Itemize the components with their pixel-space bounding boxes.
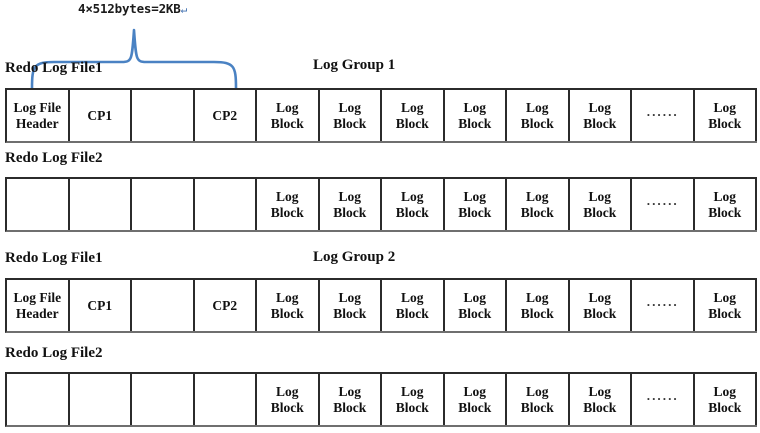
log-cell-ellipsis: ······ xyxy=(632,90,695,141)
log-cell xyxy=(132,280,195,331)
log-file-row-g2-f2: Log Block Log Block Log Block Log Block … xyxy=(5,372,757,427)
log-cell: Log Block xyxy=(257,374,320,425)
log-cell xyxy=(7,179,70,230)
log-cell: Log Block xyxy=(694,179,757,230)
group-label-2: Log Group 2 xyxy=(313,249,396,265)
log-cell: Log File Header xyxy=(7,280,70,331)
log-cell: Log Block xyxy=(507,280,570,331)
log-cell: Log Block xyxy=(319,179,382,230)
log-cell: Log Block xyxy=(257,90,320,141)
log-cell-ellipsis: ······ xyxy=(632,280,695,331)
log-cell xyxy=(194,179,257,230)
log-cell: Log Block xyxy=(569,90,632,141)
log-cell: Log Block xyxy=(382,90,445,141)
brace-annotation-label: 4×512bytes=2KB↵ xyxy=(78,1,187,16)
file-label-g2-f1: Redo Log File1 xyxy=(5,250,103,266)
log-cell xyxy=(132,90,195,141)
log-cell xyxy=(69,374,132,425)
log-file-row-g1-f1: Log File Header CP1 CP2 Log Block Log Bl… xyxy=(5,88,757,143)
log-cell: Log Block xyxy=(569,280,632,331)
log-cell: Log Block xyxy=(507,179,570,230)
log-cell: Log File Header xyxy=(7,90,70,141)
log-cell: CP1 xyxy=(69,90,132,141)
return-mark-icon: ↵ xyxy=(180,3,188,16)
curly-brace-icon xyxy=(30,28,238,90)
log-cell: Log Block xyxy=(444,374,507,425)
log-cell: Log Block xyxy=(382,179,445,230)
log-cell: Log Block xyxy=(569,179,632,230)
log-cell: Log Block xyxy=(257,280,320,331)
log-cell: Log Block xyxy=(507,90,570,141)
log-cell: Log Block xyxy=(694,280,757,331)
file-label-g2-f2: Redo Log File2 xyxy=(5,345,103,361)
log-file-row-g1-f2: Log Block Log Block Log Block Log Block … xyxy=(5,177,757,232)
log-cell: Log Block xyxy=(694,374,757,425)
log-cell: Log Block xyxy=(319,374,382,425)
log-cell xyxy=(7,374,70,425)
log-cell: Log Block xyxy=(444,90,507,141)
log-cell: Log Block xyxy=(319,280,382,331)
file-label-g1-f2: Redo Log File2 xyxy=(5,150,103,166)
log-cell: Log Block xyxy=(257,179,320,230)
log-cell: Log Block xyxy=(382,374,445,425)
log-cell: CP1 xyxy=(69,280,132,331)
log-cell xyxy=(132,374,195,425)
brace-annotation-text: 4×512bytes=2KB xyxy=(78,1,181,16)
log-cell-ellipsis: ······ xyxy=(632,179,695,230)
log-cell xyxy=(69,179,132,230)
log-cell: Log Block xyxy=(319,90,382,141)
log-cell: Log Block xyxy=(382,280,445,331)
log-cell: Log Block xyxy=(444,179,507,230)
log-cell: Log Block xyxy=(694,90,757,141)
log-cell: CP2 xyxy=(194,280,257,331)
log-cell-ellipsis: ······ xyxy=(632,374,695,425)
log-cell xyxy=(194,374,257,425)
log-file-row-g2-f1: Log File Header CP1 CP2 Log Block Log Bl… xyxy=(5,278,757,333)
log-cell: CP2 xyxy=(194,90,257,141)
log-cell: Log Block xyxy=(444,280,507,331)
file-label-g1-f1: Redo Log File1 xyxy=(5,60,103,76)
group-label-1: Log Group 1 xyxy=(313,57,396,73)
log-cell: Log Block xyxy=(569,374,632,425)
log-cell xyxy=(132,179,195,230)
log-cell: Log Block xyxy=(507,374,570,425)
